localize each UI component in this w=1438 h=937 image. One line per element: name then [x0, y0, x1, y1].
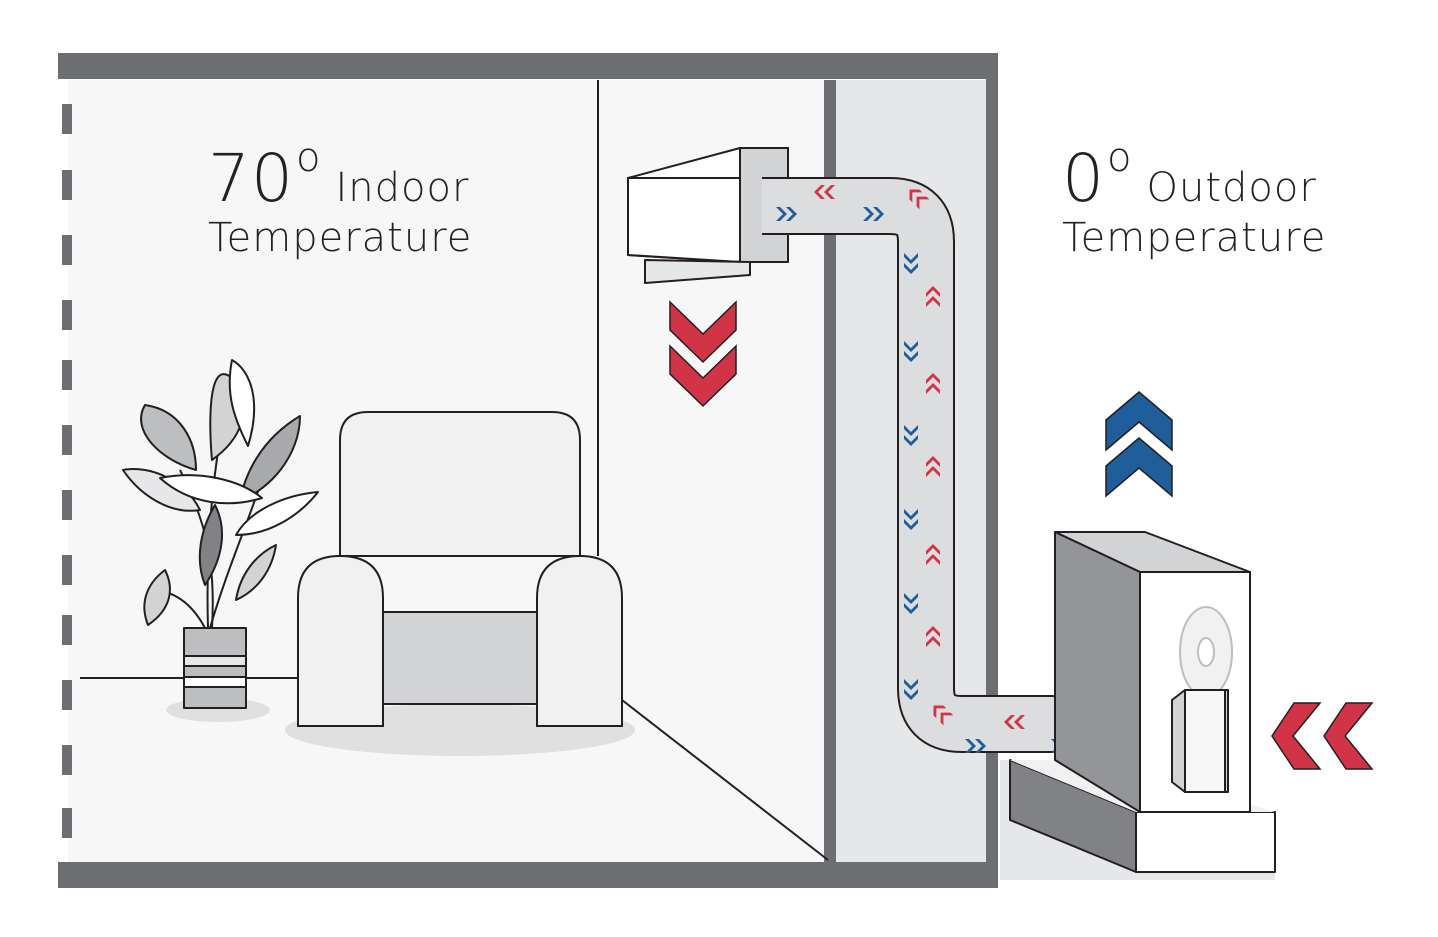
outdoor-condenser-icon: [1009, 531, 1276, 873]
outdoor-temperature-word: Temperature: [1062, 215, 1327, 261]
armchair-icon: [297, 411, 623, 727]
dashed-boundary: [62, 104, 72, 838]
warm-air-arrows: [669, 300, 737, 408]
indoor-ac-unit-icon: [627, 147, 789, 284]
floor-wall: [58, 862, 998, 888]
indoor-degree-symbol: o: [295, 135, 322, 181]
indoor-temp-value: 70: [208, 140, 294, 217]
outdoor-temperature-label: 0oOutdoor Temperature: [1062, 138, 1327, 261]
floor-diagonal: [621, 699, 829, 861]
ceiling-wall: [58, 53, 998, 79]
intake-arrows: [1271, 702, 1374, 770]
indoor-word: Indoor: [335, 165, 470, 211]
indoor-temperature-word: Temperature: [208, 215, 473, 261]
exterior-wall: [986, 53, 998, 888]
potted-plant-icon: [122, 359, 319, 709]
cold-air-arrows: [1105, 391, 1173, 498]
outdoor-word: Outdoor: [1146, 165, 1317, 211]
outdoor-degree-symbol: o: [1107, 135, 1133, 181]
outdoor-temp-value: 0: [1062, 140, 1105, 217]
indoor-temperature-label: 70oIndoor Temperature: [208, 138, 473, 261]
